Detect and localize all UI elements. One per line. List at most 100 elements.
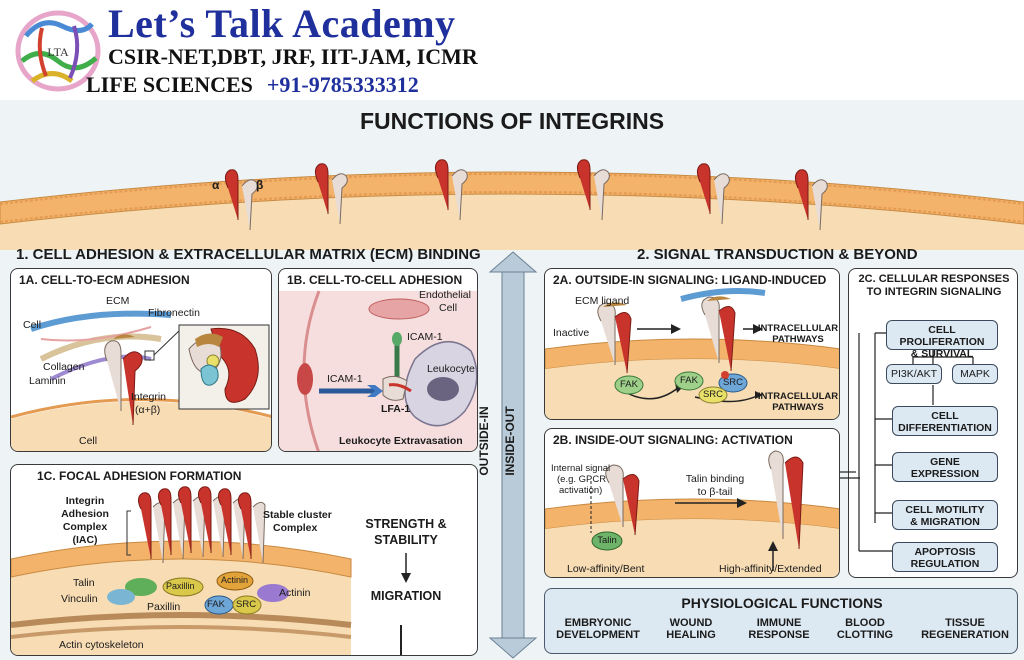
panel-2a-outside-in: 2A. OUTSIDE-IN SIGNALING: LIGAND-INDUCED — [544, 268, 840, 420]
actin-fiber — [11, 612, 352, 628]
academy-subject-line: LIFE SCIENCES +91-9785333312 — [86, 72, 419, 98]
panel-2b-inside-out: 2B. INSIDE-OUT SIGNALING: ACTIVATION Int… — [544, 428, 840, 578]
panel-1b-title: 1B. CELL-TO-CELL ADHESION — [287, 273, 463, 287]
academy-title: Let’s Talk Academy — [108, 1, 456, 46]
strength-label-2: STABILITY — [374, 533, 438, 547]
response-gene-l2: EXPRESSION — [910, 468, 980, 480]
pathways-label-1: PATHWAYS — [772, 334, 824, 345]
vinculin-label: Vinculin — [61, 593, 98, 605]
phys-item-4-l2: REGENERATION — [921, 629, 1009, 641]
section1-heading: 1. CELL ADHESION & EXTRACELLULAR MATRIX … — [16, 246, 481, 263]
fak-right-label: FAK — [680, 375, 698, 386]
phys-item-4-l1: TISSUE — [945, 617, 985, 629]
inactive-integrin — [597, 302, 632, 374]
panel-1c-focal-adhesion: 1C. FOCAL ADHESION FORMATION — [10, 464, 478, 656]
cell-top-label: Cell — [23, 319, 42, 331]
extended-integrin — [768, 450, 804, 550]
paxillin-label: Paxillin — [147, 601, 181, 613]
response-gene-expression: GENE EXPRESSION — [892, 452, 998, 482]
migration-label: MIGRATION — [370, 589, 442, 603]
endothelial-label: Endothelial — [419, 289, 471, 301]
low-affinity-label: Low-affinity/Bent — [567, 563, 645, 575]
response-motility: CELL MOTILITY & MIGRATION — [892, 500, 998, 530]
src-bottom-label: SRC — [702, 389, 724, 400]
collagen-label: Collagen — [43, 361, 85, 373]
panel-2c-title-1: 2C. CELLULAR RESPONSES — [858, 273, 1010, 285]
top-membrane — [0, 159, 1024, 250]
ecm-ligand-label: ECM ligand — [575, 295, 630, 307]
talin-binding-label-1: Talin binding — [685, 473, 745, 485]
phys-item-3-l2: CLOTTING — [836, 629, 894, 641]
strength-arrow — [401, 553, 411, 583]
integrin-label: Integrin — [131, 391, 167, 403]
logo-text: LTA — [47, 45, 69, 59]
academy-phone: +91-9785333312 — [266, 72, 419, 97]
integrin-1a — [104, 334, 143, 426]
response-pi3k: PI3K/AKT — [886, 364, 942, 384]
response-differentiation-l2: DIFFERENTIATION — [898, 422, 992, 434]
panel-1a-illustration — [11, 310, 271, 451]
phys-item-2-l2: RESPONSE — [748, 629, 810, 641]
icam-top-label: ICAM-1 — [407, 331, 443, 343]
iac-label-2: Adhesion — [61, 508, 109, 520]
panel-2a-illustration — [545, 288, 839, 419]
alpha-label: α — [212, 178, 220, 192]
src-top-label: SRC — [722, 377, 744, 388]
pathways-label-2: PATHWAYS — [772, 402, 824, 413]
response-apoptosis: APOPTOSIS REGULATION — [892, 542, 998, 572]
active-integrin — [701, 296, 736, 372]
talin-blob-label: Talin — [597, 535, 617, 546]
response-motility-l1: CELL MOTILITY — [905, 504, 985, 516]
panel-1c-illustration — [11, 486, 402, 655]
icam-left-label: ICAM-1 — [327, 373, 363, 385]
phys-item-3-l1: BLOOD — [845, 617, 885, 629]
response-motility-l2: & MIGRATION — [910, 516, 980, 528]
response-apoptosis-l1: APOPTOSIS — [914, 546, 976, 558]
stable-complex-label: Complex — [273, 522, 318, 534]
phys-item-0-l1: EMBRYONIC — [564, 617, 632, 629]
fak-left-label: FAK — [620, 379, 638, 390]
phys-item-0-l2: DEVELOPMENT — [556, 629, 640, 641]
internal-signal-label-3: activation) — [559, 485, 603, 496]
panel-1a-cell-to-ecm: 1A. CELL-TO-ECM ADHESION ECM Fibronectin — [10, 268, 272, 452]
ecm-label: ECM — [106, 295, 130, 307]
panel-1c-title: 1C. FOCAL ADHESION FORMATION — [37, 469, 242, 483]
response-proliferation-l2: & SURVIVAL — [910, 348, 974, 360]
membrane-integrins — [224, 159, 828, 231]
response-mapk: MAPK — [952, 364, 998, 384]
poster-title: FUNCTIONS OF INTEGRINS — [359, 108, 665, 134]
panel-2c-title-2: TO INTEGRIN SIGNALING — [866, 286, 1002, 298]
panel-2a-title: 2A. OUTSIDE-IN SIGNALING: LIGAND-INDUCED — [553, 273, 827, 287]
integrin-sub-label: (α+β) — [135, 404, 161, 416]
fibronectin-label: Fibronectin — [148, 307, 200, 319]
laminin-label: Laminin — [29, 375, 66, 387]
panel-1b-illustration — [279, 290, 477, 451]
panel-1b-cell-to-cell: 1B. CELL-TO-CELL ADHESION Endothelial Ce… — [278, 268, 478, 452]
phys-item-2-l1: IMMUNE — [756, 617, 802, 629]
leukocyte-label: Leukocyte — [427, 363, 475, 375]
fibronectin-fiber — [30, 310, 172, 332]
panel-2b-illustration — [545, 450, 839, 577]
academy-subject: LIFE SCIENCES — [86, 72, 253, 97]
lfa-label: LFA-1 — [381, 403, 411, 415]
panel-2c-connectors — [858, 332, 974, 552]
iac-label-1: Integrin — [65, 495, 105, 507]
axis-inside-out-label: INSIDE-OUT — [503, 406, 517, 476]
response-proliferation-l1: CELL PROLIFERATION — [899, 324, 985, 348]
actin-label: Actin cytoskeleton — [59, 639, 144, 651]
stable-cluster-label: Stable cluster — [263, 509, 332, 521]
academy-logo: LTA — [15, 10, 101, 92]
inactive-label: Inactive — [553, 327, 590, 339]
high-affinity-label: High-affinity/Extended — [719, 563, 822, 575]
academy-exams: CSIR-NET,DBT, JRF, IIT-JAM, ICMR — [108, 44, 478, 69]
section2-heading: 2. SIGNAL TRANSDUCTION & BEYOND — [637, 246, 918, 263]
actinin-blob-label: Actinin — [221, 575, 249, 585]
phys-item-1-l2: HEALING — [666, 629, 716, 641]
src-blob-label: SRC — [236, 599, 257, 610]
paxillin-blob-label: Paxillin — [166, 581, 195, 591]
